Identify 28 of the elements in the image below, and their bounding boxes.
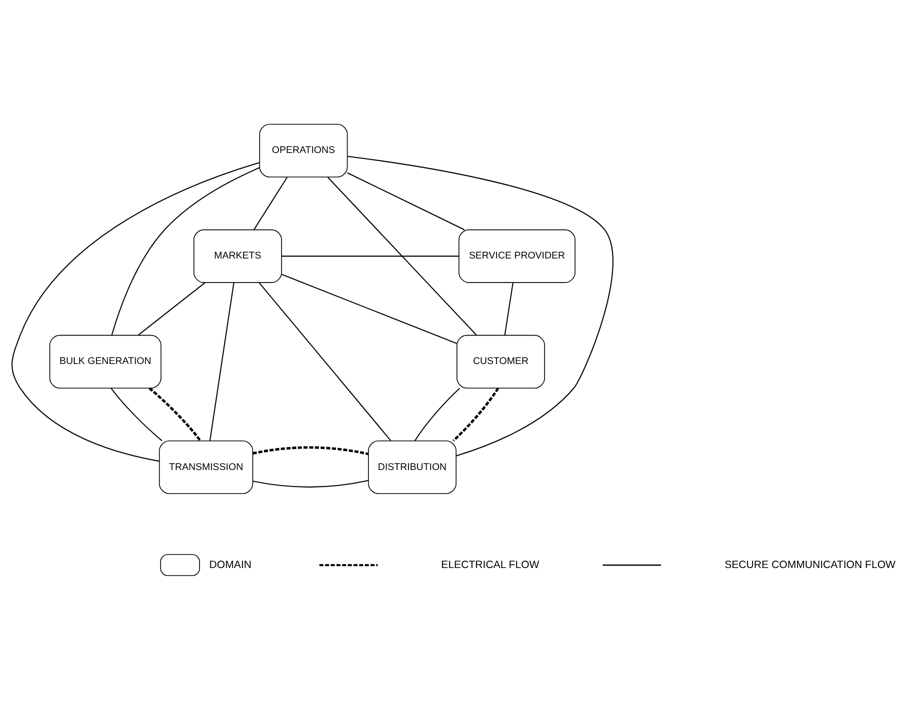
connector [282, 256, 459, 257]
legend-label: SECURE COMMUNICATION FLOW [724, 558, 896, 571]
connector [110, 388, 162, 442]
connector [258, 282, 392, 441]
node-box: MARKETS [193, 229, 282, 283]
node-box: BULK GENERATION [49, 334, 162, 388]
connector [347, 156, 614, 456]
connector [252, 480, 368, 488]
node-box: DISTRIBUTION [368, 440, 456, 494]
node-box: CUSTOMER [456, 334, 545, 388]
connector [138, 282, 206, 336]
connector [12, 162, 260, 462]
connector [209, 282, 234, 441]
connector [252, 446, 369, 456]
connector [347, 172, 465, 230]
connector [148, 387, 202, 442]
connector [504, 282, 514, 336]
connector [327, 176, 477, 336]
node-box: TRANSMISSION [158, 440, 254, 494]
connector [111, 167, 260, 336]
legend-label: DOMAIN [209, 558, 252, 571]
connector [414, 388, 460, 441]
node-box: SERVICE PROVIDER [458, 229, 576, 283]
connector [282, 274, 457, 344]
legend-label: ELECTRICAL FLOW [441, 558, 540, 571]
connector [254, 176, 288, 230]
node-box: OPERATIONS [259, 124, 348, 178]
connector [452, 388, 500, 442]
